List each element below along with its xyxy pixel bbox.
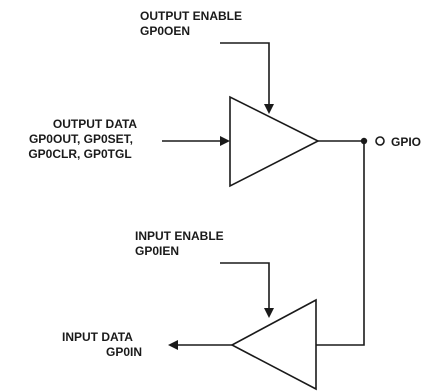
output-data-wire <box>162 136 230 146</box>
input-data-wire <box>168 340 232 350</box>
input-buffer-triangle <box>230 298 317 391</box>
input-enable-label: INPUT ENABLE <box>135 229 224 243</box>
output-enable-register-label: GP0OEN <box>140 24 190 38</box>
gpio-pin <box>375 136 385 146</box>
output-data-registers-label-2: GP0CLR, GP0TGL <box>28 147 131 161</box>
gpio-feedback-wire <box>316 141 365 346</box>
output-buffer-triangle <box>229 95 320 188</box>
output-data-label: OUTPUT DATA <box>53 117 138 131</box>
input-data-register-label: GP0IN <box>106 345 142 359</box>
gpio-label: GPIO <box>391 135 421 149</box>
input-data-label: INPUT DATA <box>62 330 133 344</box>
input-enable-wire <box>220 262 274 318</box>
output-enable-wire <box>220 42 274 114</box>
output-data-registers-label: GP0OUT, GP0SET, <box>29 132 133 146</box>
input-enable-register-label: GP0IEN <box>135 244 179 258</box>
output-enable-label: OUTPUT ENABLE <box>140 9 242 23</box>
